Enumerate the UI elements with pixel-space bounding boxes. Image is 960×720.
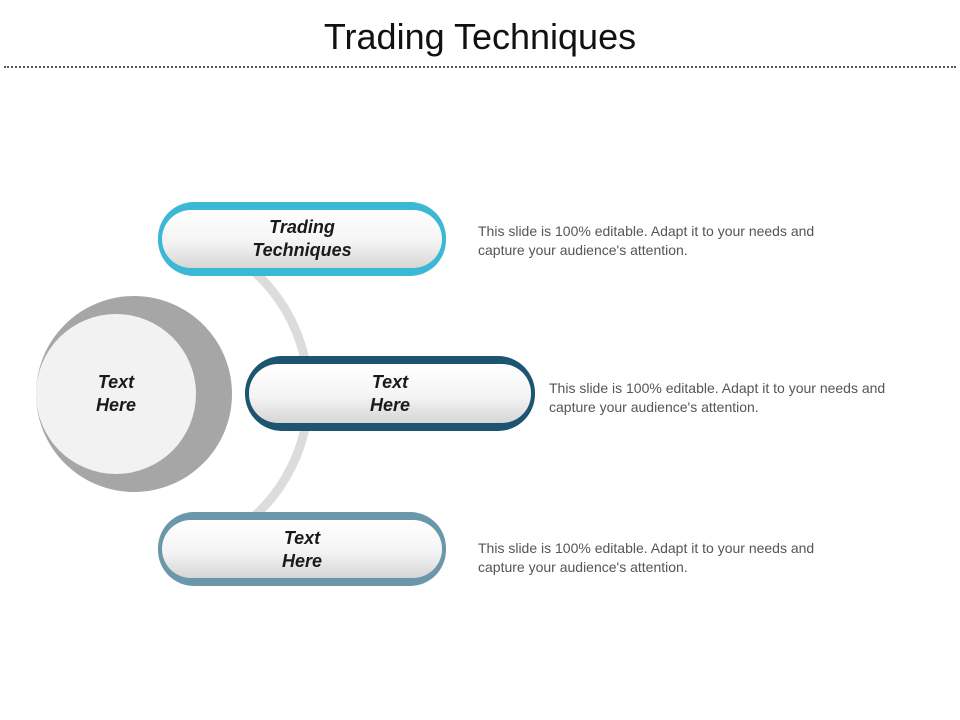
pill-1-face	[162, 210, 442, 268]
pill-2-label: Text Here	[249, 371, 531, 417]
title-divider	[4, 66, 956, 68]
pill-3	[158, 512, 446, 586]
pill-2-label-line-2: Here	[369, 395, 411, 415]
pill-3-face	[162, 520, 442, 578]
pill-1-label-line-2: Techniques	[252, 240, 352, 260]
pill-2-label-line-1: Text	[371, 372, 409, 392]
pill-2	[245, 356, 535, 431]
slide-title: Trading Techniques	[323, 16, 637, 57]
item-3-description: This slide is 100% editable. Adapt it to…	[478, 539, 898, 577]
item-2-description-line-2: capture your audience's attention.	[549, 399, 759, 415]
center-label: Text Here	[56, 371, 176, 417]
center-label-line-1: Text	[97, 372, 135, 392]
center-label-line-2: Here	[95, 395, 137, 415]
item-3-description-line-1: This slide is 100% editable. Adapt it to…	[478, 540, 815, 556]
item-1-description-line-1: This slide is 100% editable. Adapt it to…	[478, 223, 815, 239]
center-circle	[36, 314, 196, 474]
item-1-description: This slide is 100% editable. Adapt it to…	[478, 222, 898, 260]
item-2-description-line-1: This slide is 100% editable. Adapt it to…	[549, 380, 886, 396]
item-1-description-line-2: capture your audience's attention.	[478, 242, 688, 258]
pill-3-label: Text Here	[162, 527, 442, 573]
pill-3-label-line-1: Text	[283, 528, 321, 548]
pill-2-face	[249, 364, 531, 423]
item-2-description: This slide is 100% editable. Adapt it to…	[549, 379, 949, 417]
item-3-description-line-2: capture your audience's attention.	[478, 559, 688, 575]
pill-1-label: Trading Techniques	[162, 216, 442, 262]
pill-1	[158, 202, 446, 276]
pill-1-label-line-1: Trading	[269, 217, 335, 237]
pill-3-label-line-2: Here	[281, 551, 323, 571]
